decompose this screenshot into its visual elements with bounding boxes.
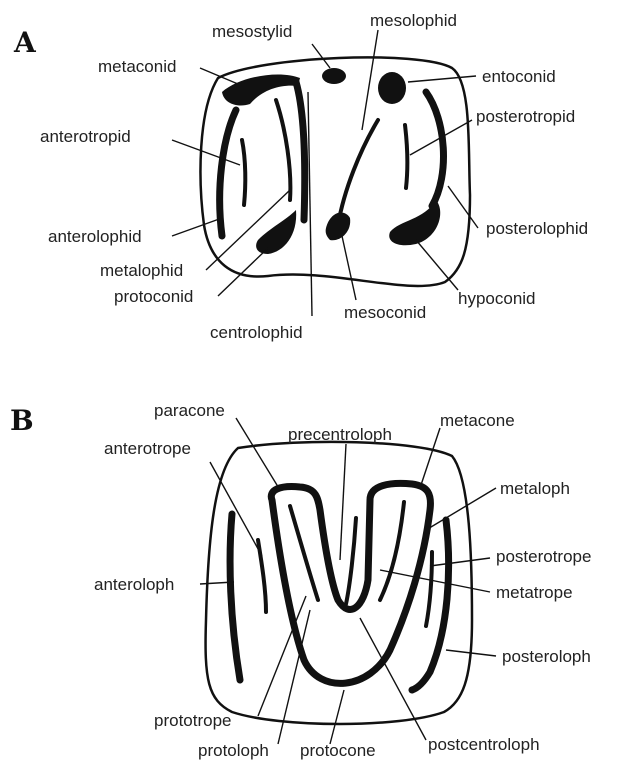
- panel-b-letter: B: [10, 404, 34, 437]
- label-posteroloph: posteroloph: [502, 647, 591, 666]
- posterotropid-ridge: [405, 125, 407, 188]
- label-prototrope: prototrope: [154, 711, 232, 730]
- label-metaloph: metaloph: [500, 479, 570, 498]
- leader-metaconid: [200, 68, 238, 84]
- label-protocone: protocone: [300, 741, 376, 760]
- mesolophid-ridge: [338, 120, 378, 225]
- label-anterolophid: anterolophid: [48, 227, 142, 246]
- leader-anterolophid: [172, 218, 222, 236]
- posterotrope-ridge: [426, 552, 432, 626]
- leader-posterolophid: [448, 186, 478, 228]
- anteroloph-ridge: [230, 514, 240, 680]
- label-posterotropid: posterotropid: [476, 107, 575, 126]
- label-metacone: metacone: [440, 411, 515, 430]
- leader-entoconid: [408, 76, 476, 82]
- leader-paracone: [236, 418, 280, 490]
- anterotropid-ridge: [242, 140, 245, 205]
- label-entoconid: entoconid: [482, 67, 556, 86]
- mesoconid-cusp: [326, 213, 351, 241]
- label-anterotrope: anterotrope: [104, 439, 191, 458]
- label-postcentroloph: postcentroloph: [428, 735, 540, 754]
- label-protoloph: protoloph: [198, 741, 269, 760]
- label-mesolophid: mesolophid: [370, 11, 457, 30]
- hypoconid-cusp: [389, 200, 440, 245]
- entoconid-cusp: [378, 72, 406, 104]
- label-metalophid: metalophid: [100, 261, 183, 280]
- metalophid-ridge: [296, 82, 305, 220]
- anterolophid-ridge: [220, 110, 236, 236]
- leader-anterotropid: [172, 140, 240, 165]
- label-anteroloph: anteroloph: [94, 575, 174, 594]
- leader-metaloph: [426, 488, 496, 530]
- label-metaconid: metaconid: [98, 57, 176, 76]
- leader-precentroloph: [340, 444, 346, 560]
- label-posterotrope: posterotrope: [496, 547, 591, 566]
- inner-ridge-a: [276, 100, 290, 200]
- label-posterolophid: posterolophid: [486, 219, 588, 238]
- label-anterotropid: anterotropid: [40, 127, 131, 146]
- precentroloph-ridge: [346, 518, 356, 604]
- panel-a: A mesostylid mesolophid: [13, 11, 588, 342]
- leader-protocone: [330, 690, 344, 744]
- mesostylid-cusp: [322, 68, 346, 84]
- leader-metatrope: [380, 570, 490, 592]
- metaconid-cusp: [222, 74, 300, 105]
- label-mesoconid: mesoconid: [344, 303, 426, 322]
- label-metatrope: metatrope: [496, 583, 573, 602]
- inner-right-ridge: [380, 502, 404, 600]
- panel-b: B paracone precentroloph metacone antero…: [10, 401, 591, 760]
- leader-mesostylid: [312, 44, 330, 68]
- leader-protoconid: [218, 248, 268, 296]
- leader-hypoconid: [416, 240, 458, 290]
- inner-left-ridge: [290, 506, 318, 600]
- label-protoconid: protoconid: [114, 287, 193, 306]
- leader-mesolophid: [362, 30, 378, 130]
- leader-centrolophid: [308, 92, 312, 316]
- label-precentroloph: precentroloph: [288, 425, 392, 444]
- leader-mesoconid: [342, 236, 356, 300]
- leader-metacone: [420, 428, 440, 488]
- leader-posterotrope: [430, 558, 490, 566]
- label-mesostylid: mesostylid: [212, 22, 292, 41]
- leader-anterotrope: [210, 462, 262, 556]
- label-hypoconid: hypoconid: [458, 289, 536, 308]
- label-paracone: paracone: [154, 401, 225, 420]
- panel-a-letter: A: [13, 26, 37, 59]
- posterolophid-ridge: [426, 92, 443, 206]
- label-centrolophid: centrolophid: [210, 323, 303, 342]
